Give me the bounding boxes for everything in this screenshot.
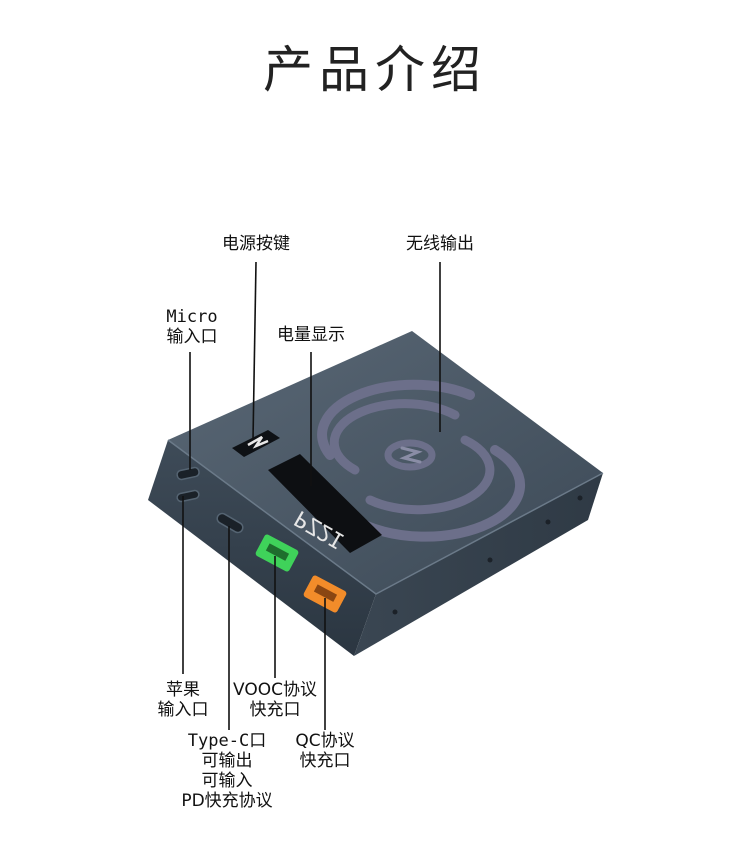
vooc-usb-port[interactable] — [255, 533, 300, 572]
label-micro-input: Micro 输入口 — [166, 307, 218, 347]
wireless-charging-icon — [317, 379, 526, 542]
page-title: 产品介绍 — [263, 41, 487, 99]
power-button[interactable] — [232, 430, 280, 457]
label-power-button: 电源按键 — [222, 234, 290, 254]
qc-usb-port[interactable] — [303, 574, 348, 613]
label-battery-display: 电量显示 — [277, 325, 345, 345]
device-top-face — [168, 331, 603, 594]
leader-line-power — [252, 261, 257, 441]
label-qc-port: QC协议 快充口 — [295, 731, 355, 771]
micro-port[interactable] — [176, 466, 200, 481]
label-wireless-output: 无线输出 — [406, 234, 474, 254]
type-c-port[interactable] — [215, 512, 244, 535]
label-type-c-port: Type-C口 可输出 可输入 PD快充协议 — [181, 731, 273, 811]
label-apple-input: 苹果 输入口 — [157, 680, 209, 720]
device-right-face — [354, 473, 603, 656]
label-vooc-port: VOOC协议 快充口 — [233, 680, 317, 720]
